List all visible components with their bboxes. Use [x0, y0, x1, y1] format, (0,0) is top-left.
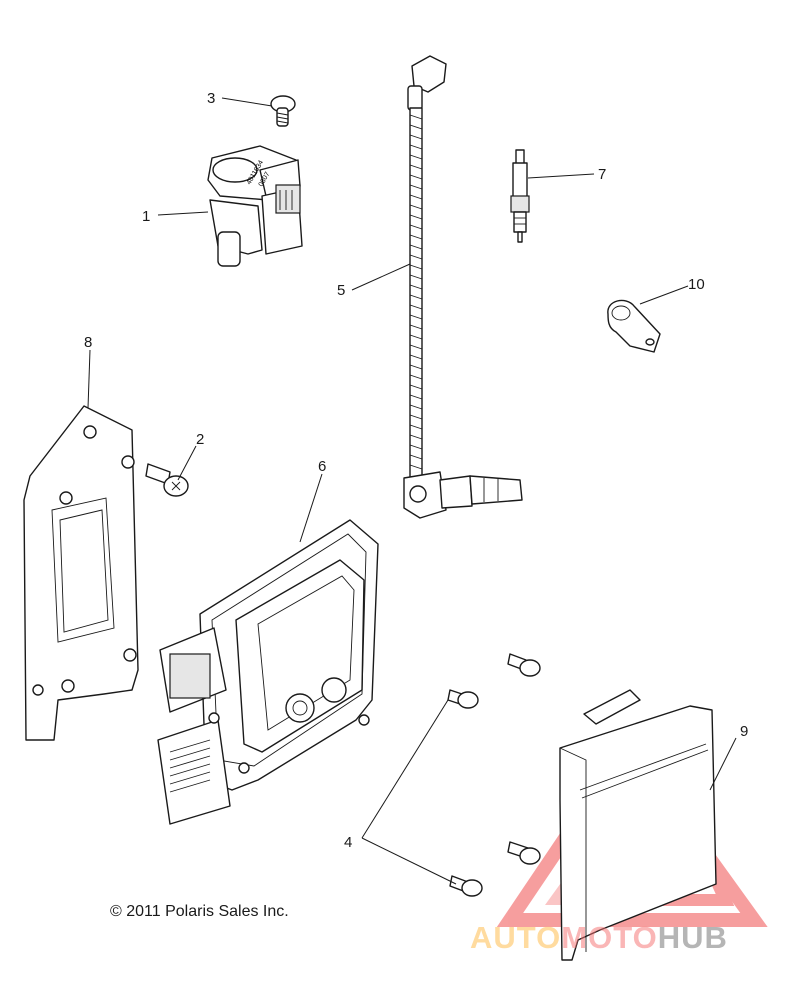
callout-7: 7: [598, 166, 606, 183]
spark-plug-part-7: [510, 149, 530, 243]
ecu-part-6: [157, 519, 379, 825]
callout-2: 2: [196, 431, 204, 448]
callout-9: 9: [740, 723, 748, 740]
callout-5: 5: [337, 282, 345, 299]
callout-4: 4: [344, 834, 352, 851]
bracket-part-8: [23, 405, 139, 741]
watermark-hub: HUB: [657, 920, 728, 955]
screw-part-3: [270, 95, 296, 127]
clip-part-10: [607, 299, 661, 353]
plug-wire-part-5: [403, 55, 523, 519]
callout-8: 8: [84, 334, 92, 351]
callout-1: 1: [142, 208, 150, 225]
callout-3: 3: [207, 90, 215, 107]
watermark-moto: MOTO: [561, 920, 658, 955]
watermark-text: AUTOMOTOHUB: [470, 920, 728, 956]
screw-part-4: [447, 653, 541, 897]
screw-part-2: [145, 463, 189, 497]
ignition-coil-part-1: 4011634 0807: [207, 145, 303, 267]
watermark-auto: AUTO: [470, 920, 562, 955]
callout-10: 10: [688, 276, 705, 293]
cover-part-9: [559, 689, 717, 961]
leader-lines: [87, 97, 737, 885]
callout-6: 6: [318, 458, 326, 475]
copyright-text: © 2011 Polaris Sales Inc.: [110, 903, 289, 920]
